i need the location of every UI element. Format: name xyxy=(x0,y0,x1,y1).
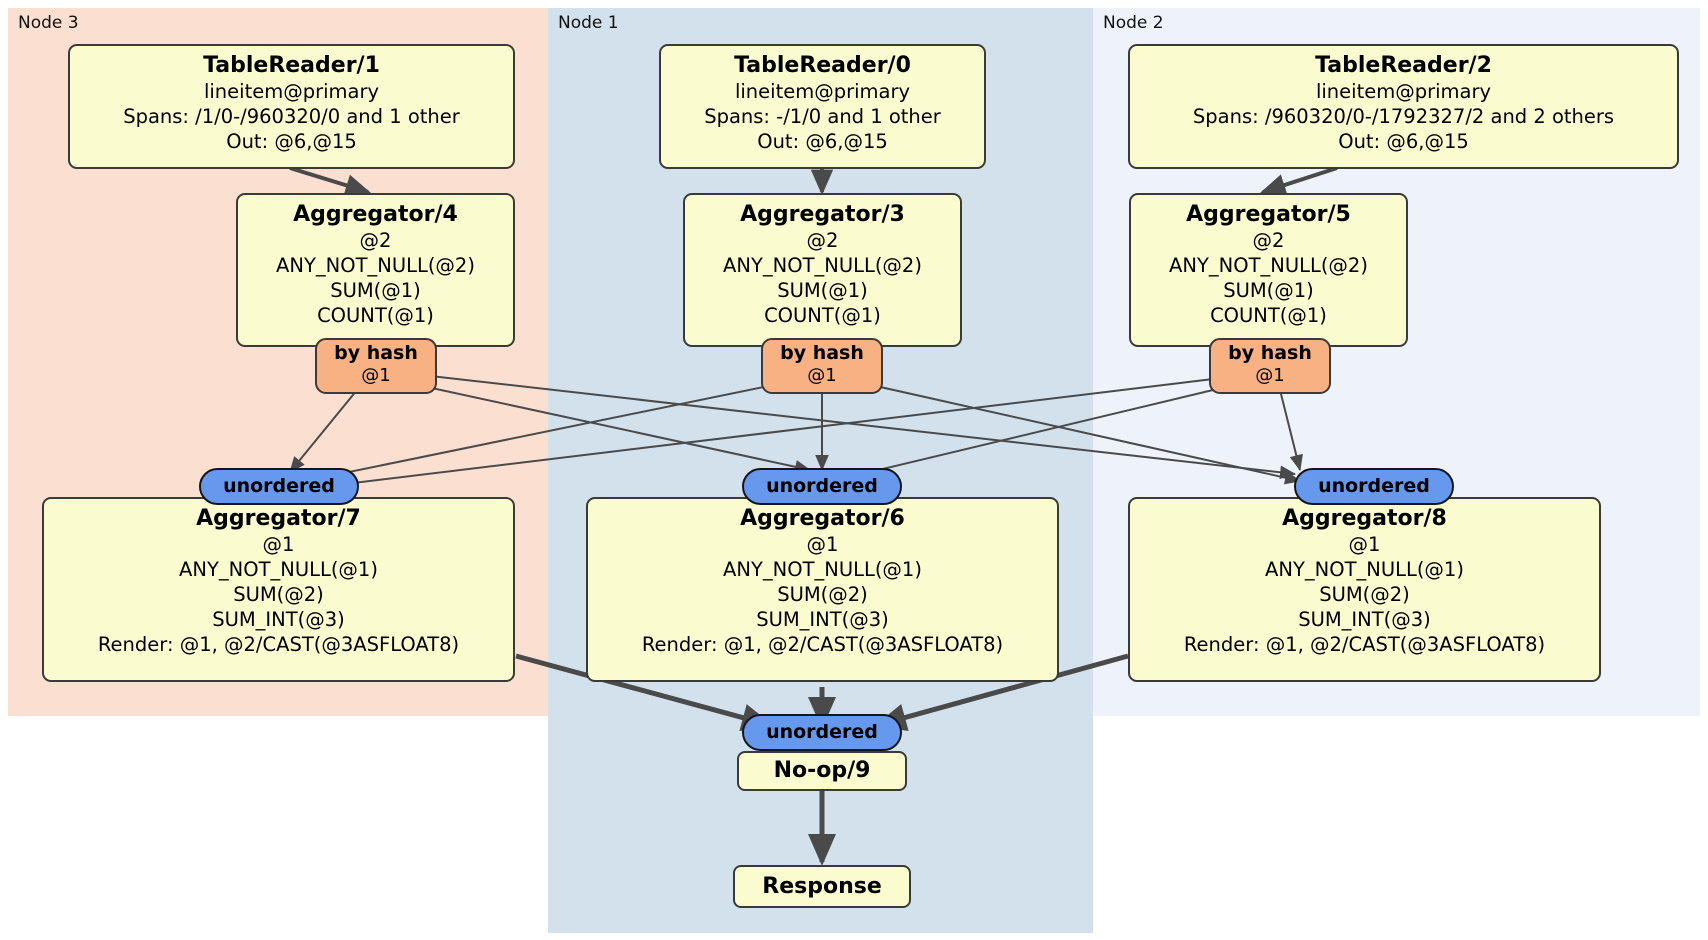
processor-detail-line: @1 xyxy=(262,532,295,556)
processor-detail-line: Render: @1, @2/CAST(@3ASFLOAT8) xyxy=(97,632,460,656)
router-by-hash-node1[interactable]: by hash @1 xyxy=(761,338,883,394)
router-subtitle: @1 xyxy=(807,365,837,387)
processor-title: Aggregator/3 xyxy=(740,202,905,227)
processor-detail-line: Out: @6,@15 xyxy=(757,129,888,153)
processor-detail-line: ANY_NOT_NULL(@2) xyxy=(276,253,475,277)
node-panel-label-node2: Node 2 xyxy=(1103,13,1164,33)
processor-aggregator-8[interactable]: Aggregator/8 @1 ANY_NOT_NULL(@1) SUM(@2)… xyxy=(1128,497,1601,682)
processor-detail-line: lineitem@primary xyxy=(734,79,911,103)
processor-title: Aggregator/4 xyxy=(293,202,458,227)
processor-aggregator-4[interactable]: Aggregator/4 @2 ANY_NOT_NULL(@2) SUM(@1)… xyxy=(236,193,515,347)
processor-detail-line: SUM(@2) xyxy=(777,582,868,606)
processor-detail-line: @2 xyxy=(359,228,392,252)
router-title: by hash xyxy=(1228,342,1312,364)
processor-noop-9[interactable]: No-op/9 xyxy=(737,751,907,791)
processor-detail-line: Spans: -/1/0 and 1 other xyxy=(704,104,941,128)
processor-detail-line: Out: @6,@15 xyxy=(1338,129,1469,153)
router-title: by hash xyxy=(334,342,418,364)
processor-detail-line: ANY_NOT_NULL(@2) xyxy=(723,253,922,277)
processor-title: Aggregator/5 xyxy=(1186,202,1351,227)
processor-detail-line: COUNT(@1) xyxy=(317,303,434,327)
processor-detail-line: Out: @6,@15 xyxy=(226,129,357,153)
synchronizer-label: unordered xyxy=(1318,475,1430,497)
synchronizer-unordered-node3[interactable]: unordered xyxy=(199,468,359,505)
processor-detail-line: SUM_INT(@3) xyxy=(1298,607,1431,631)
processor-detail-line: Spans: /1/0-/960320/0 and 1 other xyxy=(123,104,460,128)
processor-response[interactable]: Response xyxy=(733,865,911,908)
processor-detail-line: @2 xyxy=(1252,228,1285,252)
processor-detail-line: COUNT(@1) xyxy=(764,303,881,327)
processor-detail-line: Render: @1, @2/CAST(@3ASFLOAT8) xyxy=(641,632,1004,656)
processor-detail-line: ANY_NOT_NULL(@2) xyxy=(1169,253,1368,277)
processor-tablereader-0[interactable]: TableReader/0 lineitem@primary Spans: -/… xyxy=(659,44,986,169)
processor-tablereader-1[interactable]: TableReader/1 lineitem@primary Spans: /1… xyxy=(68,44,515,169)
processor-title: Aggregator/7 xyxy=(196,506,361,531)
synchronizer-unordered-node1[interactable]: unordered xyxy=(742,468,902,505)
processor-detail-line: SUM(@1) xyxy=(1223,278,1314,302)
node-panel-label-node1: Node 1 xyxy=(558,13,619,33)
processor-detail-line: SUM(@2) xyxy=(233,582,324,606)
processor-detail-line: @1 xyxy=(1348,532,1381,556)
router-subtitle: @1 xyxy=(361,365,391,387)
processor-title: TableReader/2 xyxy=(1315,53,1492,78)
processor-aggregator-6[interactable]: Aggregator/6 @1 ANY_NOT_NULL(@1) SUM(@2)… xyxy=(586,497,1059,682)
synchronizer-unordered-final[interactable]: unordered xyxy=(742,714,902,751)
processor-title: Aggregator/8 xyxy=(1282,506,1447,531)
processor-detail-line: ANY_NOT_NULL(@1) xyxy=(723,557,922,581)
processor-detail-line: lineitem@primary xyxy=(203,79,380,103)
processor-detail-line: lineitem@primary xyxy=(1315,79,1492,103)
processor-detail-line: @2 xyxy=(806,228,839,252)
processor-detail-line: ANY_NOT_NULL(@1) xyxy=(179,557,378,581)
processor-aggregator-5[interactable]: Aggregator/5 @2 ANY_NOT_NULL(@2) SUM(@1)… xyxy=(1129,193,1408,347)
processor-detail-line: COUNT(@1) xyxy=(1210,303,1327,327)
synchronizer-unordered-node2[interactable]: unordered xyxy=(1294,468,1454,505)
processor-aggregator-3[interactable]: Aggregator/3 @2 ANY_NOT_NULL(@2) SUM(@1)… xyxy=(683,193,962,347)
processor-title: Aggregator/6 xyxy=(740,506,905,531)
router-by-hash-node3[interactable]: by hash @1 xyxy=(315,338,437,394)
synchronizer-label: unordered xyxy=(223,475,335,497)
processor-detail-line: @1 xyxy=(806,532,839,556)
processor-detail-line: SUM_INT(@3) xyxy=(756,607,889,631)
processor-detail-line: SUM(@1) xyxy=(330,278,421,302)
processor-aggregator-7[interactable]: Aggregator/7 @1 ANY_NOT_NULL(@1) SUM(@2)… xyxy=(42,497,515,682)
processor-detail-line: Spans: /960320/0-/1792327/2 and 2 others xyxy=(1192,104,1615,128)
processor-detail-line: SUM_INT(@3) xyxy=(212,607,345,631)
processor-title: TableReader/1 xyxy=(203,53,380,78)
processor-detail-line: SUM(@1) xyxy=(777,278,868,302)
processor-detail-line: ANY_NOT_NULL(@1) xyxy=(1265,557,1464,581)
router-title: by hash xyxy=(780,342,864,364)
processor-title: No-op/9 xyxy=(773,758,871,784)
router-by-hash-node2[interactable]: by hash @1 xyxy=(1209,338,1331,394)
processor-title: Response xyxy=(762,873,882,899)
processor-detail-line: Render: @1, @2/CAST(@3ASFLOAT8) xyxy=(1183,632,1546,656)
processor-tablereader-2[interactable]: TableReader/2 lineitem@primary Spans: /9… xyxy=(1128,44,1679,169)
router-subtitle: @1 xyxy=(1255,365,1285,387)
processor-detail-line: SUM(@2) xyxy=(1319,582,1410,606)
synchronizer-label: unordered xyxy=(766,721,878,743)
processor-title: TableReader/0 xyxy=(734,53,911,78)
node-panel-label-node3: Node 3 xyxy=(18,13,79,33)
synchronizer-label: unordered xyxy=(766,475,878,497)
